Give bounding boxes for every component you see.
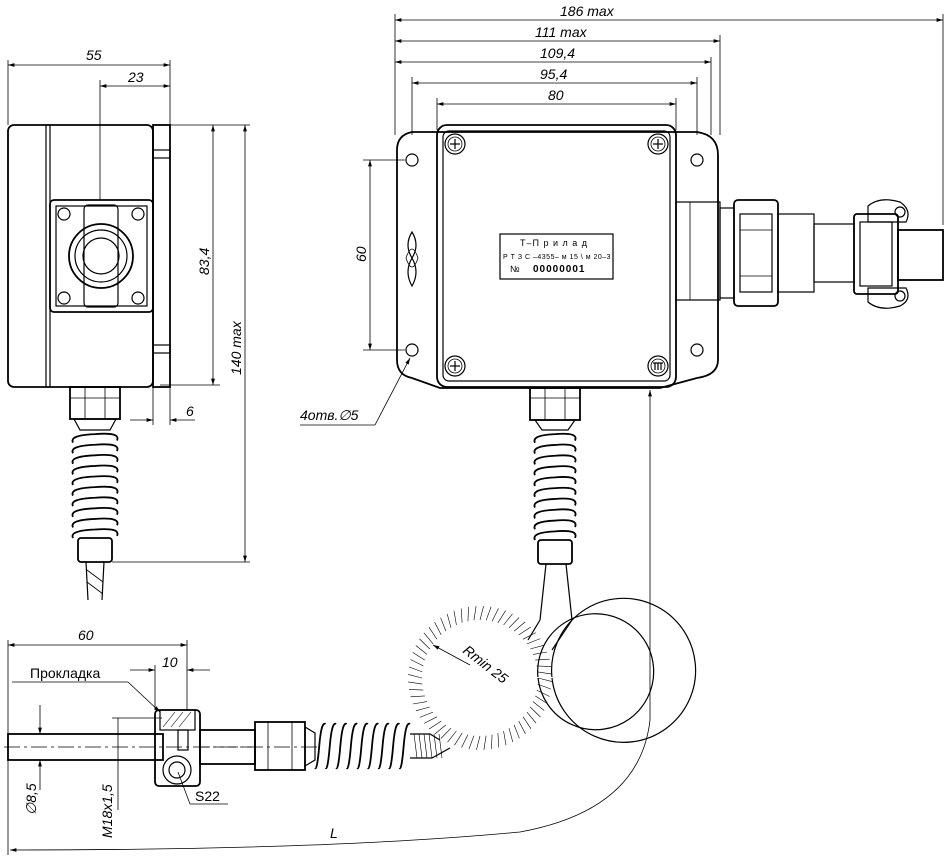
- dim-m18: M18x1,5: [99, 784, 115, 838]
- side-cable-end: [77, 537, 113, 601]
- probe-hose-spring: [314, 722, 411, 770]
- dim-109: 109,4: [540, 45, 575, 61]
- dim-834: 83,4: [196, 248, 212, 275]
- mounting-slot: [407, 230, 417, 288]
- nameplate-num-prefix: №: [510, 264, 521, 274]
- top-dimensions: 186 max 111 max 109,4 95,4 80: [394, 3, 944, 225]
- dim-85: ∅8,5: [23, 783, 39, 815]
- dim-55: 55: [86, 47, 102, 63]
- nameplate-serial: 00000001: [533, 264, 586, 275]
- screw-icon: [444, 355, 466, 377]
- dim-10: 10: [162, 654, 178, 670]
- holes-callout: 4отв.∅5: [300, 357, 411, 426]
- dim-140: 140 max: [228, 320, 244, 375]
- connector-right: [675, 199, 944, 309]
- dim-23: 23: [127, 69, 144, 85]
- length-dimension: L: [7, 390, 652, 855]
- dim-111: 111 max: [535, 24, 588, 40]
- dim-60v-text: 60: [353, 246, 369, 262]
- dim-60-vertical: 60: [353, 159, 405, 351]
- side-dimensions: 83,4 140 max 6: [112, 124, 250, 563]
- enclosure-front-view: Т–П р и л а д Р Т З С –4355– м 15 \ м 20…: [396, 124, 719, 389]
- box-cable-end: [537, 539, 573, 621]
- gasket-label: Прокладка: [30, 665, 100, 681]
- dim-95: 95,4: [540, 66, 567, 82]
- box-cable-spring: [533, 432, 577, 541]
- dim-6: 6: [186, 403, 194, 419]
- enclosure-side-view: 55 23: [7, 47, 171, 431]
- box-cable-gland: [529, 387, 581, 431]
- dim-s22: S22: [195, 788, 220, 804]
- nameplate-line1: Т–П р и л а д: [520, 238, 588, 248]
- screw-icon: [647, 133, 669, 155]
- nameplate: [499, 233, 614, 280]
- hose-loop: [408, 597, 697, 759]
- side-cable-spring: [71, 432, 119, 539]
- ground-symbol-icon: [647, 355, 669, 377]
- probe-view: 60 10 Прокладка ∅8,5 M18x1,5 S22: [4, 627, 320, 838]
- dim-60h: 60: [78, 627, 94, 643]
- dim-L: L: [330, 825, 338, 841]
- dim-80: 80: [548, 87, 564, 103]
- holes-text: 4отв.∅5: [300, 407, 359, 423]
- nameplate-line2: Р Т З С –4355– м 15 \ м 20–3: [503, 254, 611, 261]
- dim-186: 186 max: [560, 3, 615, 19]
- screw-icon: [444, 133, 466, 155]
